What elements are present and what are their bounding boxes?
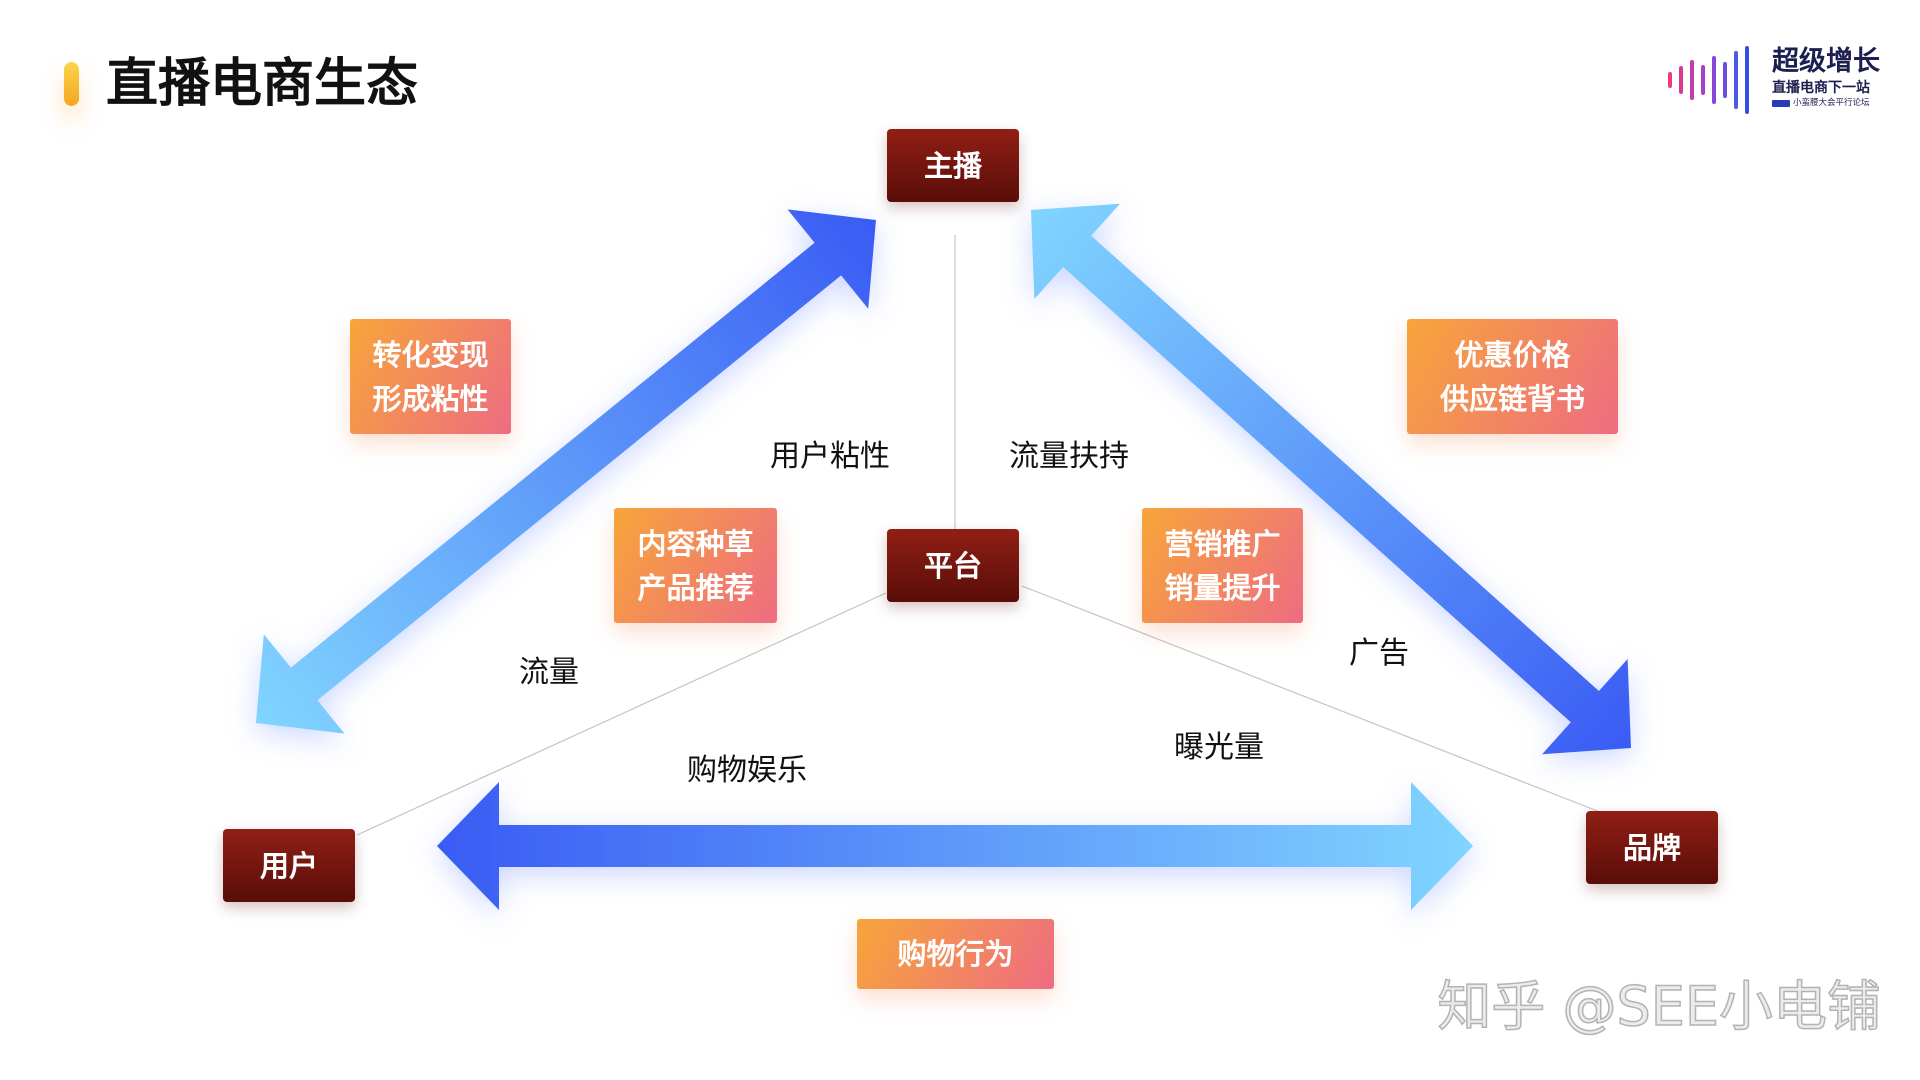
logo-event-line: 小蛮腰大会平行论坛 bbox=[1772, 98, 1880, 109]
flow-label-traffic-support: 流量扶持 bbox=[1009, 439, 1129, 474]
title-accent-bar bbox=[64, 62, 79, 106]
node-user-label: 用户 bbox=[259, 848, 318, 883]
logo-bar bbox=[1690, 60, 1694, 100]
tag-anchor-brand: 优惠价格 供应链背书 bbox=[1407, 319, 1618, 434]
logo-bars-icon bbox=[1668, 44, 1764, 116]
tag-platform-brand: 营销推广 销量提升 bbox=[1142, 508, 1303, 623]
flow-label-traffic: 流量 bbox=[519, 655, 579, 690]
node-platform-label: 平台 bbox=[923, 548, 982, 583]
node-user: 用户 bbox=[223, 829, 355, 902]
tag-line: 转化变现 bbox=[372, 337, 489, 372]
flow-label-advertising: 广告 bbox=[1349, 636, 1409, 671]
flow-label-user-stickiness: 用户粘性 bbox=[770, 439, 890, 474]
connector-platform-brand bbox=[1021, 585, 1601, 813]
tag-line: 形成粘性 bbox=[372, 381, 489, 416]
logo-bar bbox=[1712, 56, 1716, 104]
logo-bar bbox=[1734, 51, 1738, 109]
node-brand-label: 品牌 bbox=[1622, 830, 1681, 865]
arrow-anchor-user bbox=[256, 209, 876, 734]
tag-line: 优惠价格 bbox=[1454, 337, 1571, 372]
tag-line: 产品推荐 bbox=[637, 570, 754, 605]
logo-bar bbox=[1745, 46, 1749, 114]
logo-name: 超级增长 bbox=[1772, 46, 1880, 77]
logo-bar bbox=[1668, 72, 1672, 88]
arrow-user-brand bbox=[437, 782, 1473, 910]
tag-line: 内容种草 bbox=[637, 526, 754, 561]
logo-event: 小蛮腰大会平行论坛 bbox=[1793, 98, 1870, 108]
flow-label-exposure: 曝光量 bbox=[1174, 730, 1264, 765]
logo: 超级增长 直播电商下一站 小蛮腰大会平行论坛 bbox=[1772, 46, 1880, 109]
node-anchor: 主播 bbox=[887, 129, 1019, 202]
logo-bar bbox=[1723, 62, 1727, 98]
page-title: 直播电商生态 bbox=[106, 54, 419, 114]
tag-line: 供应链背书 bbox=[1439, 381, 1585, 416]
node-anchor-label: 主播 bbox=[923, 148, 982, 183]
tag-line: 销量提升 bbox=[1164, 570, 1281, 605]
tag-line: 购物行为 bbox=[897, 937, 1014, 971]
arrow-anchor-brand bbox=[1031, 203, 1631, 755]
logo-tagline: 直播电商下一站 bbox=[1772, 80, 1870, 96]
logo-year-badge bbox=[1772, 100, 1790, 107]
watermark: 知乎 @SEE小电铺 bbox=[1437, 975, 1882, 1039]
node-platform: 平台 bbox=[887, 529, 1019, 602]
flow-label-shopping-entertainment: 购物娱乐 bbox=[687, 753, 807, 788]
logo-bar bbox=[1701, 65, 1705, 95]
tag-anchor-user: 转化变现 形成粘性 bbox=[350, 319, 511, 434]
tag-platform-user: 内容种草 产品推荐 bbox=[614, 508, 777, 623]
node-brand: 品牌 bbox=[1586, 811, 1718, 884]
logo-bar bbox=[1679, 66, 1683, 94]
tag-line: 营销推广 bbox=[1164, 526, 1281, 561]
tag-user-brand: 购物行为 bbox=[857, 919, 1054, 989]
connector-platform-user bbox=[356, 592, 887, 836]
